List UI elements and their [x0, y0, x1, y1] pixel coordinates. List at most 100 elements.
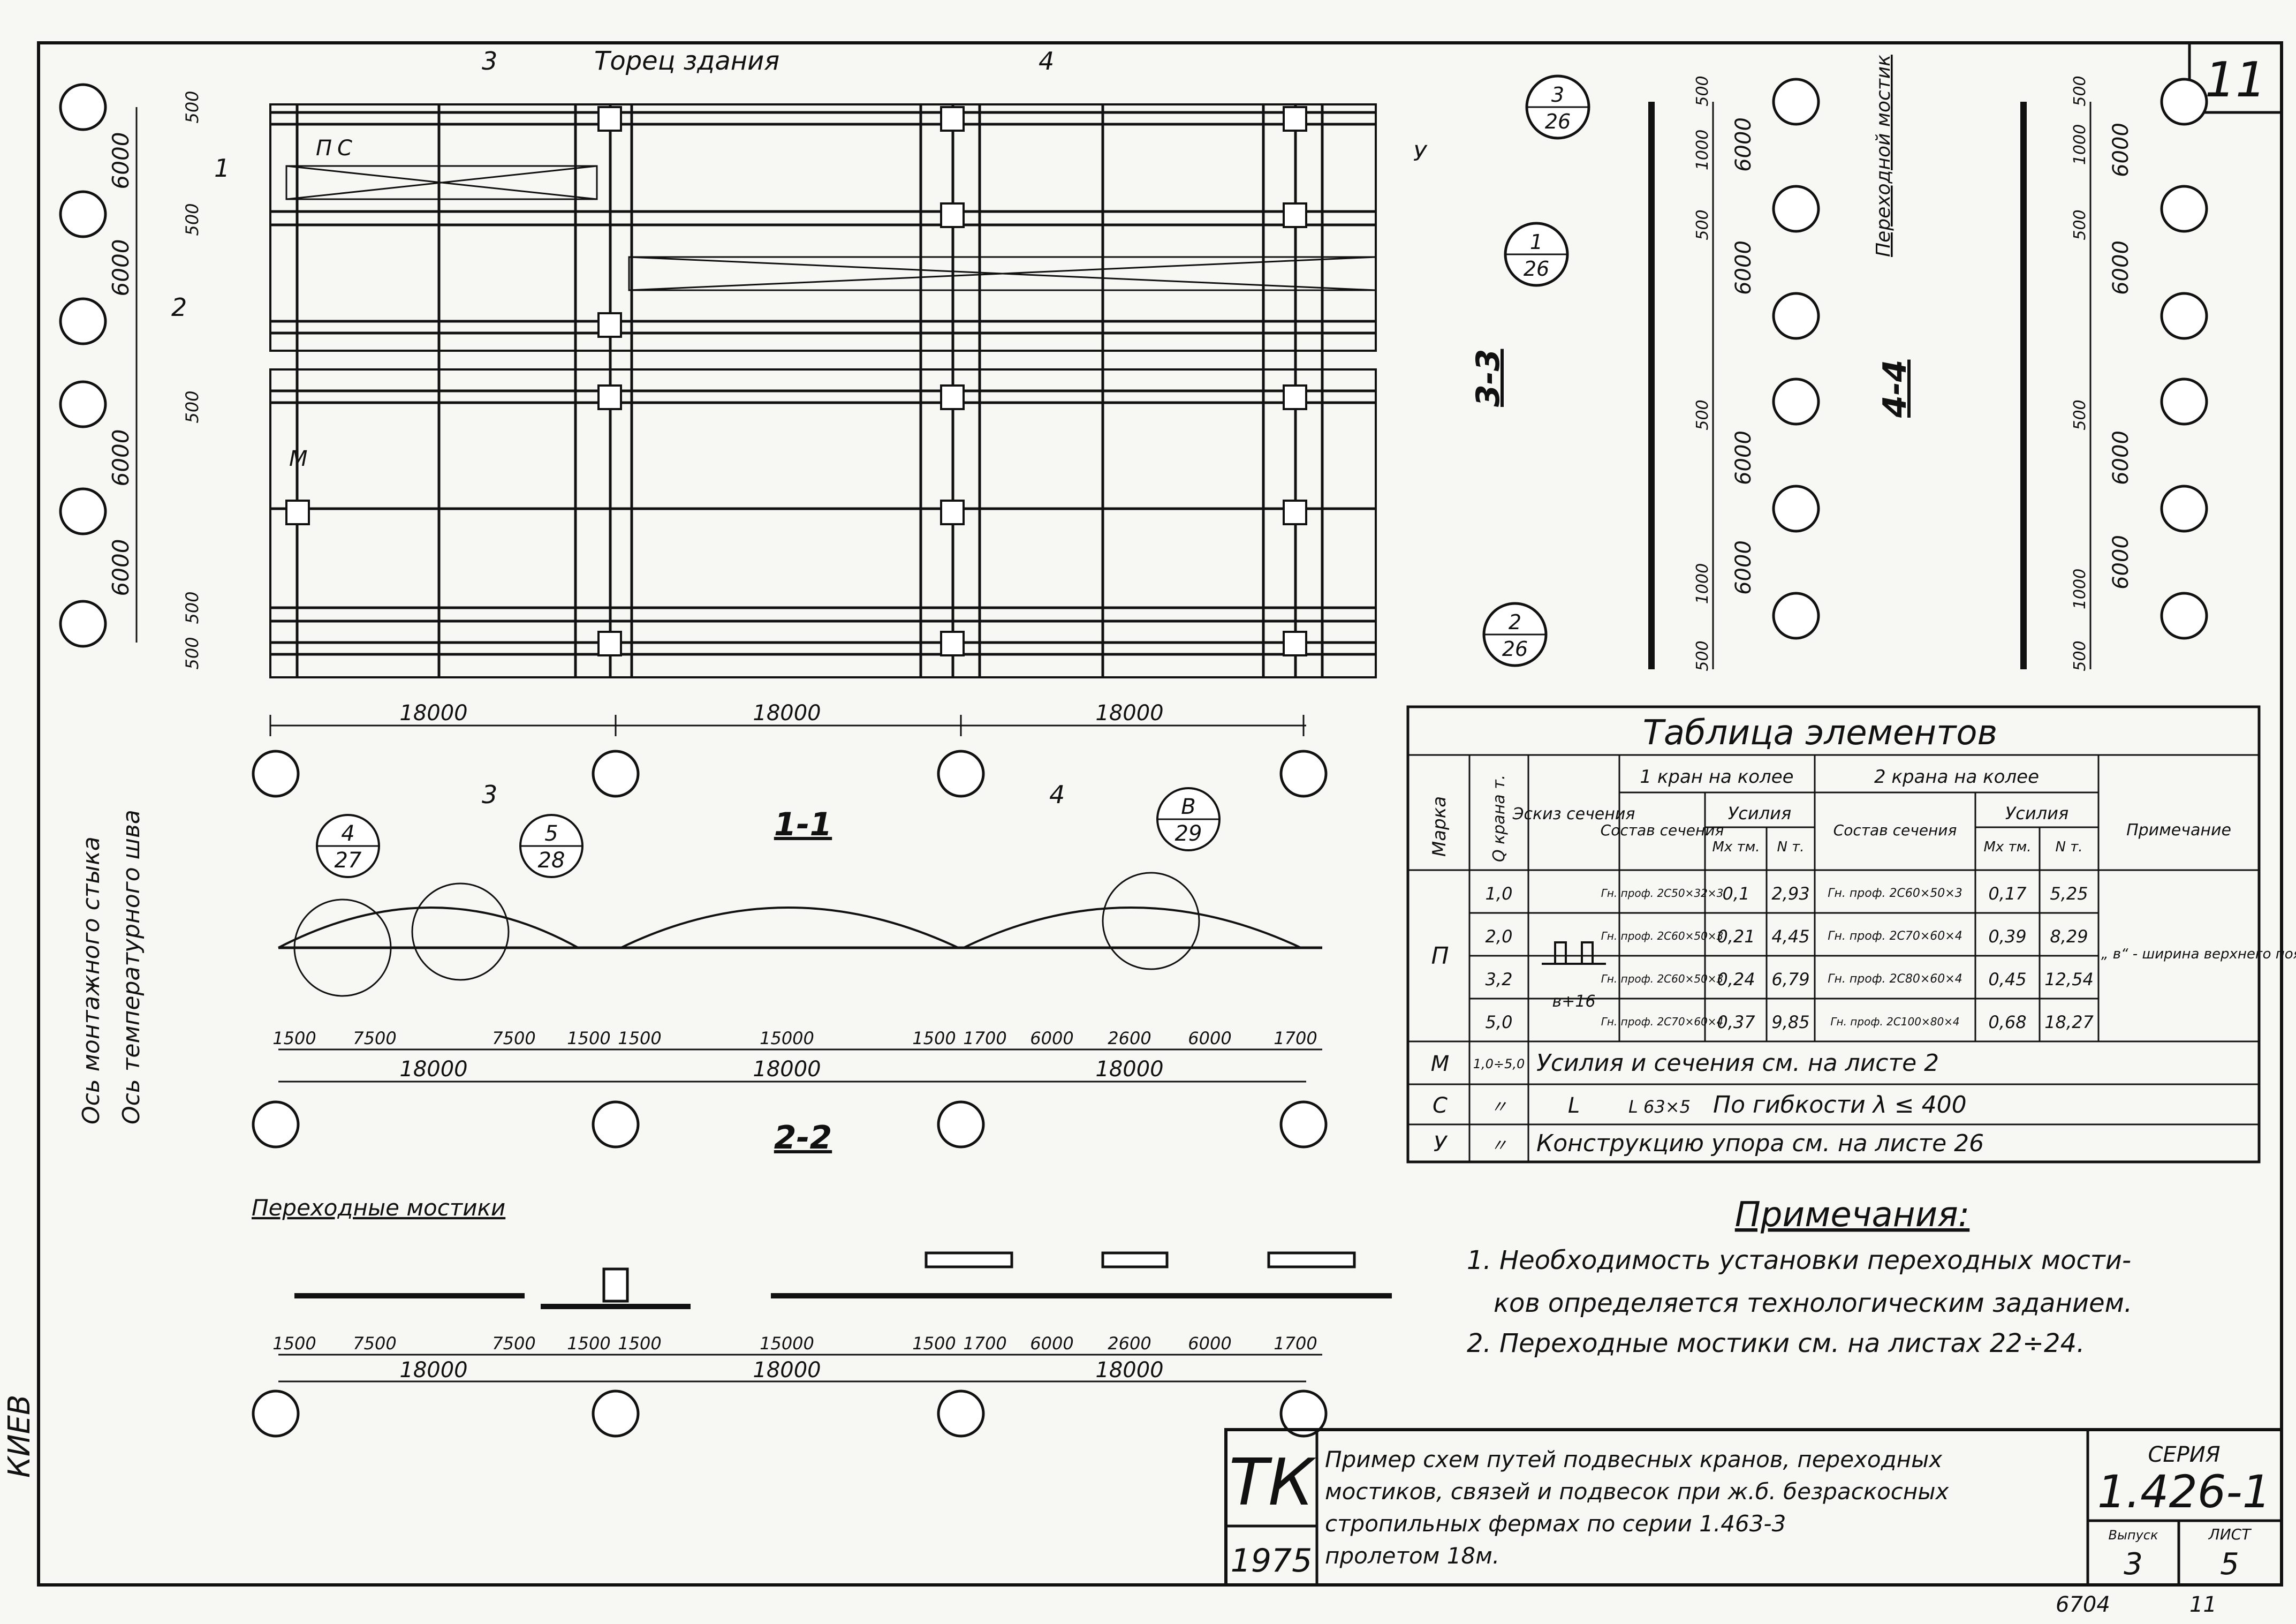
member-label-m: М — [289, 447, 308, 471]
dimension: 6000 — [2109, 535, 2133, 590]
support-block — [940, 500, 965, 525]
dimension: 1000 — [1693, 563, 1712, 604]
grid-axis-marker — [592, 750, 640, 798]
section-1-1: 1-1 4 27 5 28 В 29 1500 7500 7500 1500 1… — [252, 787, 1328, 1149]
stamp-year: 1975 — [1231, 1542, 1313, 1580]
p-mark: П — [1431, 942, 1449, 970]
title-block: ТК 1975 Пример схем путей подвесных кран… — [1224, 1428, 2283, 1587]
plan-view: Торец здания 6000 6000 6000 6000 500 500… — [59, 46, 1428, 1124]
support-block — [597, 312, 622, 338]
cell-n2: 12,54 — [2044, 969, 2094, 989]
section-mark: 4 — [1049, 780, 1065, 809]
grid-axis-marker — [59, 297, 107, 345]
dimension: 1700 — [1274, 1028, 1317, 1048]
cell-q: 5,0 — [1486, 1012, 1513, 1032]
grid-axis-marker — [2160, 292, 2208, 340]
cell-n1: 4,45 — [1771, 926, 1809, 947]
callout-bottom: 27 — [335, 848, 362, 873]
section-title: 2-2 — [774, 1119, 832, 1157]
detail-callout-circle — [1102, 872, 1200, 970]
stamp-desc: пролетом 18м. — [1325, 1543, 1499, 1569]
cell-n2: 5,25 — [2050, 883, 2088, 904]
cell-n1: 9,85 — [1771, 1012, 1809, 1032]
truss-arc — [278, 907, 579, 949]
member-label-p: П — [316, 136, 332, 161]
cell-q: 1,0 — [1486, 883, 1513, 904]
dimension: 1500 — [567, 1333, 610, 1354]
header-composition: Состав сечения — [1833, 821, 1957, 839]
org-mark: ТК — [1229, 1446, 1316, 1520]
sheet-label: ЛИСТ — [2208, 1525, 2252, 1543]
header-crane-load: Q крана т. — [1490, 775, 1509, 862]
cell-section2: Гн. проф. 2С70×60×4 — [1828, 930, 1962, 943]
member-label-c: С — [337, 136, 352, 161]
header-sketch: Эскиз сечения — [1512, 805, 1635, 824]
cell-sketch: L — [1568, 1093, 1580, 1118]
grid-axis-marker — [1279, 1389, 1328, 1438]
small-dimension: 500 — [182, 637, 202, 669]
grid-axis-marker — [937, 1389, 985, 1438]
dimension: 1500 — [272, 1028, 316, 1048]
bracing-diagonal — [628, 256, 1376, 291]
cell-section2: Гн. проф. 2С100×80×4 — [1830, 1015, 1959, 1028]
truss-arc — [620, 907, 959, 949]
support-block — [285, 500, 310, 525]
dimension: 1500 — [618, 1028, 661, 1048]
dimension: 6000 — [1731, 430, 1756, 485]
span-total: 18000 — [753, 1057, 821, 1082]
table-row: 2,0 Гн. проф. 2С60×50×3 0,21 4,45 Гн. пр… — [1486, 926, 2088, 947]
cell-mx1: 0,37 — [1717, 1012, 1755, 1032]
note-line: 1. Необходимость установки переходных мо… — [1467, 1245, 2131, 1275]
cell-section1: Гн. проф. 2С50×32×3 — [1601, 887, 1724, 900]
stamp-desc: Пример схем путей подвесных кранов, пере… — [1325, 1446, 1943, 1472]
issue-label: Выпуск — [2109, 1528, 2159, 1543]
table-row: 3,2 Гн. проф. 2С60×50×3 0,24 6,79 Гн. пр… — [1486, 969, 2094, 989]
notes-title: Примечания: — [1735, 1195, 1970, 1235]
cell-q: 〃 — [1490, 1135, 1507, 1155]
table-row: М 1,0÷5,0 Усилия и сечения см. на листе … — [1431, 1049, 1939, 1077]
grid-axis-marker — [2160, 485, 2208, 533]
dimension: 6000 — [2109, 123, 2133, 177]
dimension: 6000 — [1731, 117, 1756, 172]
title-block-frame — [1224, 1428, 2283, 1587]
sheet-number-box — [2188, 41, 2283, 114]
support-block — [597, 631, 622, 656]
section-mark: 3 — [482, 780, 497, 809]
cell-q: 3,2 — [1486, 969, 1513, 989]
cell-section2: Гн. проф. 2С60×50×3 — [1828, 887, 1962, 900]
section-title: 1-1 — [774, 806, 832, 843]
cell-q: 1,0÷5,0 — [1473, 1056, 1525, 1071]
dimension: 1500 — [618, 1333, 661, 1354]
table-row: 1,0 Гн. проф. 2С50×32×3 0,1 2,93 Гн. про… — [1486, 883, 2088, 904]
header-mx: Mx тм. — [1712, 839, 1760, 855]
bridge-deck — [1267, 1251, 1356, 1268]
drawing-number: 6704 — [2056, 1592, 2110, 1617]
cell-text: Конструкцию упора см. на листе 26 — [1536, 1130, 1984, 1157]
header-n: N т. — [1777, 839, 1804, 855]
bracing-diagonal — [286, 165, 597, 200]
dimension: 15000 — [760, 1333, 814, 1354]
grid-axis-marker — [1279, 1100, 1328, 1149]
cell-mx2: 0,17 — [1988, 883, 2027, 904]
detail-callout-circle — [411, 882, 510, 981]
table-title: Таблица элементов — [1643, 713, 1997, 753]
axis-temperature-label: Ось температурного шва — [118, 810, 145, 1124]
cell-section: L 63×5 — [1628, 1097, 1691, 1117]
sheet-value: 5 — [2220, 1547, 2239, 1582]
grid-axis-marker — [252, 1389, 300, 1438]
bridge-deck — [602, 1267, 629, 1303]
cell-section1: Гн. проф. 2С60×50×3 — [1601, 972, 1724, 985]
support-block — [940, 384, 965, 410]
member-label-y: У — [1413, 141, 1428, 166]
cell-mx2: 0,68 — [1988, 1012, 2026, 1032]
header-composition: Состав сечения — [1601, 821, 1724, 839]
callout-top: 5 — [544, 821, 558, 846]
header-two-cranes: 2 крана на колее — [1874, 766, 2039, 788]
cell-section1: Гн. проф. 2С60×50×3 — [1601, 930, 1724, 942]
stamp-desc: стропильных фермах по серии 1.463-3 — [1325, 1510, 1786, 1537]
dimension: 1500 — [912, 1028, 956, 1048]
city-label: КИЕВ — [2, 1395, 37, 1478]
dimension: 1000 — [2071, 124, 2089, 165]
bracing-panel — [285, 165, 598, 200]
